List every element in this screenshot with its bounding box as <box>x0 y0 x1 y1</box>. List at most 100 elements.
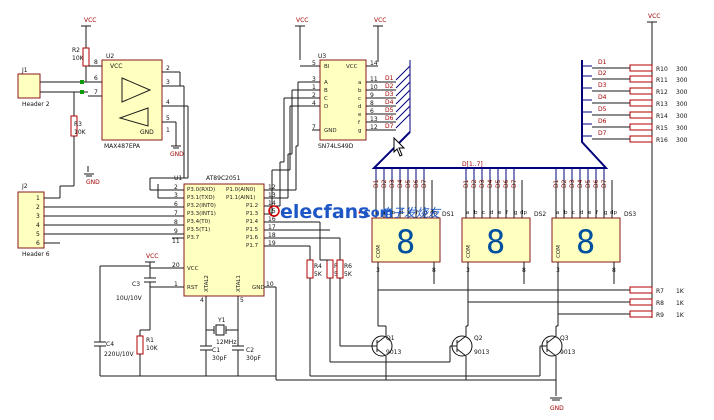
u1-rpin-4: 16 <box>268 216 276 223</box>
q1-part: 9013 <box>386 349 401 356</box>
u3-lpin-1: 3 <box>312 76 316 83</box>
u1-left-2: P3.2(INT0) <box>187 203 216 209</box>
r3-value: 10K <box>74 129 87 136</box>
q3-part: 9013 <box>560 349 575 356</box>
ds1-com: COM <box>376 245 382 258</box>
u3-out-f: f <box>358 120 361 126</box>
q3-ref: Q3 <box>560 335 569 342</box>
u3-d-label-0: D1 <box>385 75 394 82</box>
ds2-seg-c: c <box>482 210 485 216</box>
ds3-seg-d: d <box>580 210 584 216</box>
u2-pin4: 4 <box>166 99 170 106</box>
wires-u1-u3 <box>149 81 312 214</box>
u3-rpin-1: 11 <box>370 76 378 83</box>
u3-d-label-6: D7 <box>385 123 394 130</box>
segment-resistors: D1 R10 300 D2 R11 300 D3 R12 300 D4 R13 … <box>592 59 688 144</box>
j2-pin-2: 2 <box>36 204 40 211</box>
u1-lpin-6: 11 <box>172 238 180 245</box>
u1-lpin-5: 9 <box>174 228 178 235</box>
watermark-tld: com <box>363 206 393 221</box>
ds1-ref: DS1 <box>442 211 454 218</box>
u1-pin5: 5 <box>240 297 244 304</box>
u1-pin1: 1 <box>174 281 178 288</box>
u1-right-4: P1.4 <box>246 219 259 225</box>
ds1-seg-a: a <box>376 210 379 216</box>
seg-r-val-3: 300 <box>676 101 688 108</box>
r8-value: 1K <box>676 300 685 307</box>
seg-r-ref-6: R16 <box>656 137 668 144</box>
chip-u2: U2 VCC GND 8 6 7 2 3 4 5 1 MAX487EPA GND <box>88 53 189 178</box>
c1-ref: C1 <box>212 347 220 354</box>
c2-value: 30pF <box>246 355 261 362</box>
seg-r-ref-1: R11 <box>656 77 668 84</box>
seg-r-ref-0: R10 <box>656 66 668 73</box>
ds2-ref: DS2 <box>534 211 546 218</box>
j2-ref: J2 <box>21 183 28 190</box>
u3-rpin-6: 13 <box>370 116 378 123</box>
seg-d-label-0: D1 <box>598 59 607 66</box>
ds1-seg-f: f <box>416 210 419 216</box>
u1-right-5: P1.5 <box>246 227 259 233</box>
u2-pin8: 8 <box>94 59 98 66</box>
u3-out-g: g <box>358 128 362 134</box>
u1-right-1: P1.1(AIN1) <box>226 195 255 201</box>
c2-ref: C2 <box>246 347 254 354</box>
ds3-seg-dp: dp <box>610 210 617 216</box>
u3-d-label-1: D2 <box>385 83 394 90</box>
c1-value: 30pF <box>212 355 227 362</box>
u3-rpin-5: 6 <box>370 108 374 115</box>
u1-vcc: VCC <box>187 266 199 272</box>
r8-ref: R8 <box>656 300 664 307</box>
seg-r-val-4: 300 <box>676 113 688 120</box>
seg-d-label-1: D2 <box>598 70 607 77</box>
u1-part: AT89C2051 <box>206 175 241 182</box>
vcc-label-r2: VCC <box>84 17 96 24</box>
u3-lpin-5: 7 <box>312 124 316 131</box>
ds3-seg-g: g <box>604 210 608 216</box>
u3-part: SN74LS49D <box>318 143 354 150</box>
u1-xtal2: XTAL2 <box>204 275 210 292</box>
u3-out-e: e <box>358 112 362 118</box>
u1-rpin-7: 19 <box>268 240 276 247</box>
r3-ref: R3 <box>74 121 82 128</box>
ds3-digit: 8 <box>576 223 595 261</box>
u2-pin3: 3 <box>166 79 170 86</box>
ds2-seg-b: b <box>474 210 478 216</box>
r6-ref: R6 <box>344 263 352 270</box>
r2-ref: R2 <box>72 47 80 54</box>
gnd-symbol-r3: GND <box>84 173 100 186</box>
u3-d-label-5: D6 <box>385 115 394 122</box>
q2-ref: Q2 <box>474 335 483 342</box>
seg-d-label-4: D5 <box>598 106 607 113</box>
capacitor-c4: C4 220U/10V <box>94 265 276 377</box>
u2-part: MAX487EPA <box>104 143 141 150</box>
ds1-seg-g: g <box>424 210 428 216</box>
display-ds1: DS1 8 COM 3 8 a b c d e f g dp D1 D2 D3 … <box>371 179 454 278</box>
u2-pin7: 7 <box>94 89 98 96</box>
j2-pin-3: 3 <box>36 213 40 220</box>
u2-pin1: 1 <box>166 127 170 134</box>
ds2-seg-f: f <box>506 210 509 216</box>
u1-lpin-4: 8 <box>174 219 178 226</box>
resistor-r3: R3 10K <box>70 92 89 172</box>
r4-ref: R4 <box>314 263 322 270</box>
j1-ref: J1 <box>21 67 28 74</box>
c3-ref: C3 <box>132 281 140 288</box>
seg-d-label-3: D4 <box>598 94 607 101</box>
u3-lpin-0: 5 <box>312 60 316 67</box>
u1-lpin-2: 6 <box>174 201 178 208</box>
c4-ref: C4 <box>106 341 114 348</box>
seg-r-val-6: 300 <box>676 137 688 144</box>
u2-ref: U2 <box>106 53 114 60</box>
u1-rpin-5: 17 <box>268 224 276 231</box>
chip-u3: U3 BI VCC A B C D GND a b c d e f g 5 3 … <box>300 53 396 150</box>
ds2-seg-dp: dp <box>520 210 527 216</box>
transistor-q2: Q2 9013 <box>450 326 489 380</box>
u3-in-a: A <box>324 80 328 86</box>
ds2-seg-a: a <box>466 210 469 216</box>
u2-pin5: 5 <box>166 115 170 122</box>
ds3-seg-a: a <box>556 210 559 216</box>
transistor-q1: Q1 9013 <box>370 326 401 380</box>
u1-right-7: P1.7 <box>246 243 259 249</box>
